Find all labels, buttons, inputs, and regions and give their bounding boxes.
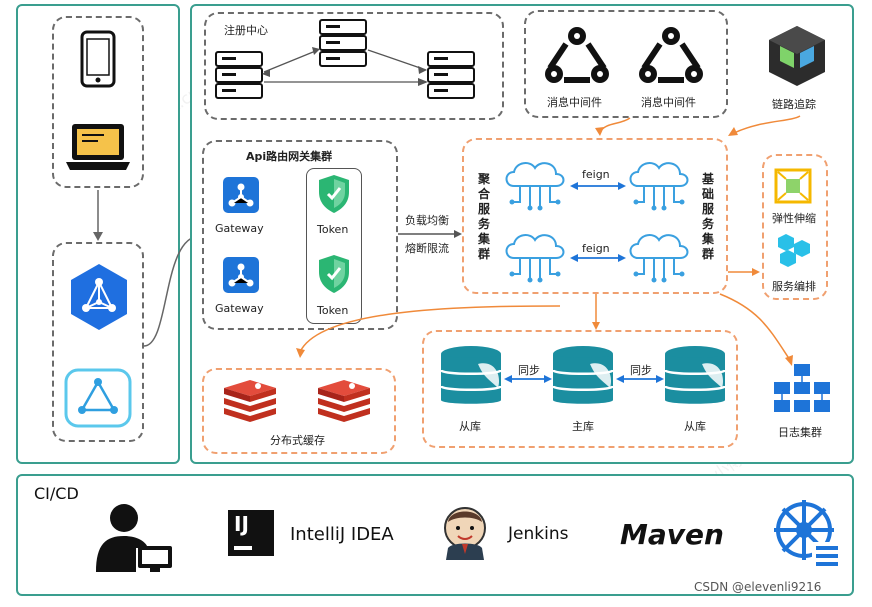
load-balance-label: 负载均衡 — [405, 214, 449, 227]
recycle-mq-icon — [545, 27, 609, 83]
registry-center-group — [204, 12, 504, 120]
kubernetes-helm-icon — [774, 500, 840, 568]
database-icon — [663, 346, 727, 404]
shield-icon — [319, 175, 349, 213]
aggregate-service-title: 聚合服务集群 — [477, 172, 490, 261]
registry-center-title: 注册中心 — [224, 24, 268, 37]
token-group — [306, 168, 362, 324]
cloud-service-icon — [629, 162, 689, 211]
cicd-title: CI/CD — [34, 484, 79, 503]
recycle-mq-icon — [639, 27, 703, 83]
message-middleware-group — [524, 10, 728, 118]
redis-icon — [318, 380, 370, 422]
cloud-service-icon — [629, 234, 689, 283]
sync-label: 同步 — [518, 364, 540, 377]
mq-label: 消息中间件 — [641, 96, 696, 109]
scale-icon — [774, 168, 812, 204]
developer-icon — [96, 504, 172, 572]
log-cluster-icon — [774, 364, 830, 412]
intellij-label: IntelliJ IDEA — [290, 524, 394, 545]
intellij-logo-bar — [234, 546, 252, 550]
network-triangle-icon — [64, 368, 132, 428]
jenkins-label: Jenkins — [508, 524, 569, 544]
tracing-cube-icon — [769, 26, 825, 86]
client-devices-group — [52, 16, 144, 188]
client-access-group — [52, 242, 144, 442]
log-cluster-label: 日志集群 — [778, 426, 822, 439]
database-group — [422, 330, 738, 448]
intellij-logo-text: IJ — [234, 512, 249, 536]
main-panel — [190, 4, 854, 464]
gateway-to-service-arrow — [398, 230, 462, 238]
gateway-label: Gateway — [215, 302, 264, 315]
server-icon — [215, 19, 475, 99]
cloud-service-icon — [505, 234, 565, 283]
orchestration-label: 服务编排 — [772, 280, 816, 293]
jenkins-icon — [444, 507, 486, 560]
slave-db-label: 从库 — [684, 420, 706, 433]
tracing-label: 链路追踪 — [772, 98, 816, 111]
database-icon — [439, 346, 503, 404]
circuit-breaker-label: 熔断限流 — [405, 242, 449, 255]
right-services-group — [762, 154, 828, 300]
master-db-label: 主库 — [572, 420, 594, 433]
database-icon — [551, 346, 615, 404]
credit-text: CSDN @elevenli9216 — [694, 580, 822, 594]
token-label: Token — [317, 304, 349, 317]
cloud-service-icon — [505, 162, 565, 211]
redis-icon — [224, 380, 276, 422]
feign-label: feign — [582, 168, 610, 181]
service-cluster-group — [462, 138, 728, 294]
orchestration-icon — [778, 234, 810, 267]
base-service-title: 基础服务集群 — [701, 172, 714, 261]
token-label: Token — [317, 223, 349, 236]
slave-db-label: 从库 — [459, 420, 481, 433]
elastic-scaling-label: 弹性伸缩 — [772, 212, 816, 225]
gateway-icon — [223, 257, 259, 293]
maven-label: Maven — [620, 518, 724, 551]
sync-label: 同步 — [630, 364, 652, 377]
registry-server-stack — [215, 19, 475, 99]
network-hexagon-icon — [71, 264, 127, 330]
cicd-panel — [16, 474, 854, 596]
distributed-cache-group — [202, 368, 396, 454]
phone-icon — [80, 30, 116, 88]
laptop-icon — [66, 124, 130, 170]
feign-arrows — [570, 182, 626, 262]
cache-label: 分布式缓存 — [270, 434, 325, 447]
gateway-cluster-group — [202, 140, 398, 330]
arrow-down-connector — [93, 190, 103, 241]
gateway-icon — [223, 177, 259, 213]
feign-label: feign — [582, 242, 610, 255]
gateway-cluster-title: Api路由网关集群 — [246, 150, 333, 163]
shield-icon — [319, 255, 349, 293]
sync-arrows — [504, 375, 664, 383]
mq-label: 消息中间件 — [547, 96, 602, 109]
gateway-label: Gateway — [215, 222, 264, 235]
